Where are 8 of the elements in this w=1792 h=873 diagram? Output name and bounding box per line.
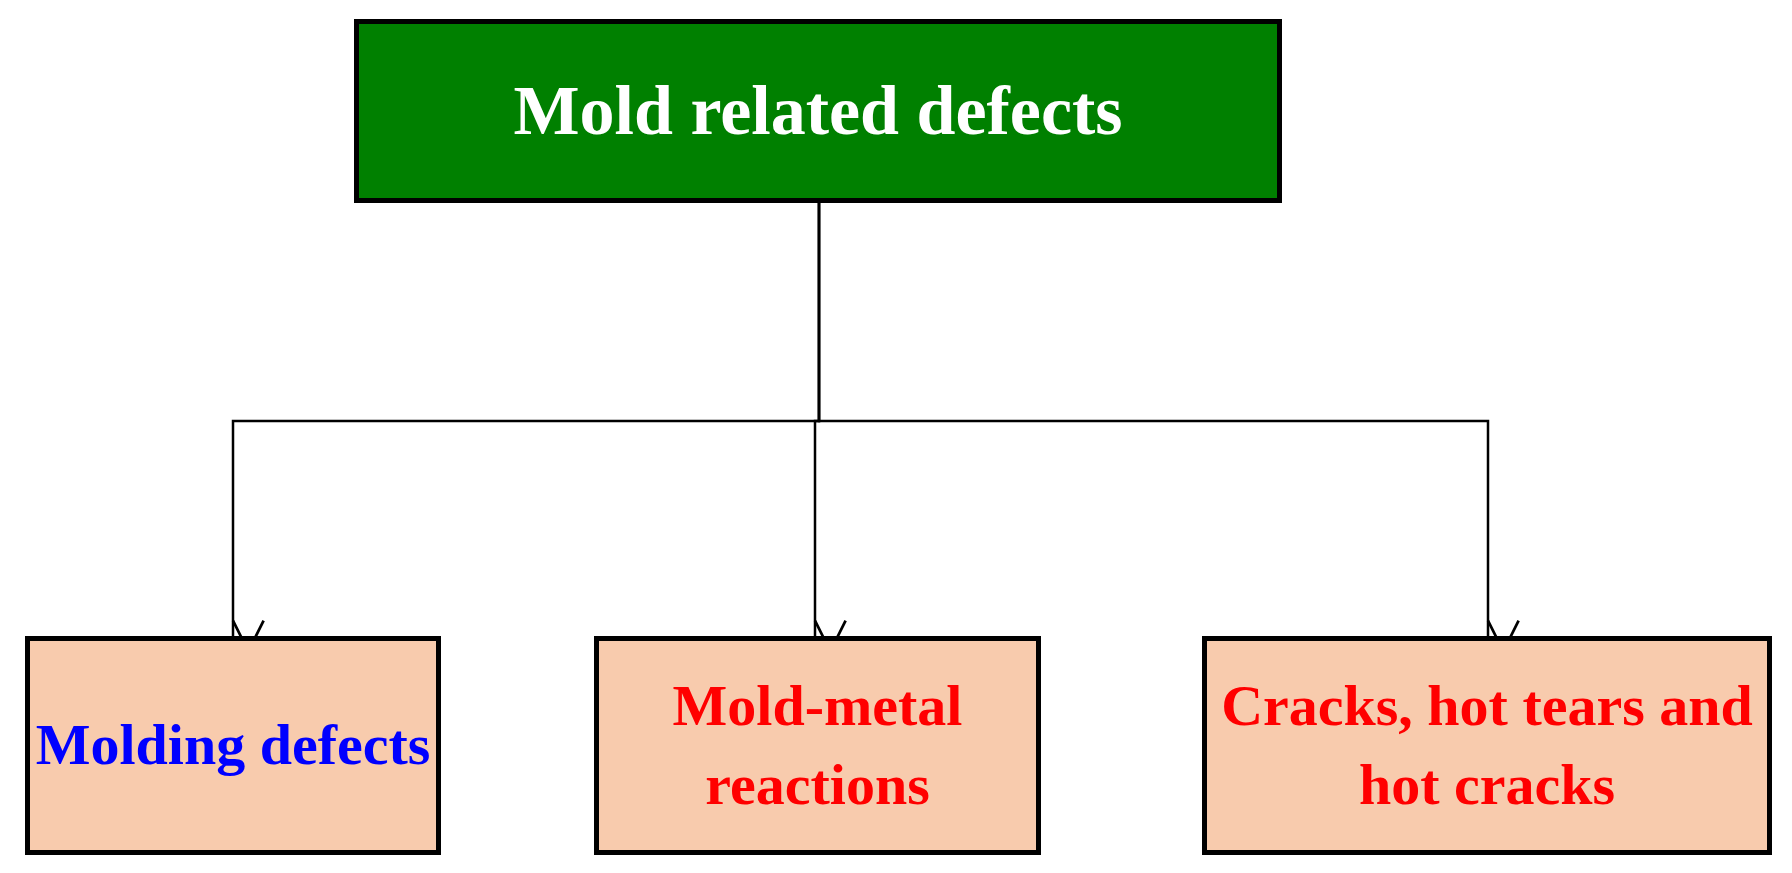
category-label: Molding defects	[35, 711, 431, 780]
category-box	[1202, 636, 1772, 855]
category-box	[25, 636, 441, 855]
root-title: Mold related defects	[513, 70, 1123, 151]
category-label: Cracks, hot tears and hot cracks	[1220, 672, 1754, 819]
category-box	[594, 636, 1041, 855]
root-box	[354, 19, 1282, 203]
category-label: Mold-metal reactions	[671, 672, 964, 819]
